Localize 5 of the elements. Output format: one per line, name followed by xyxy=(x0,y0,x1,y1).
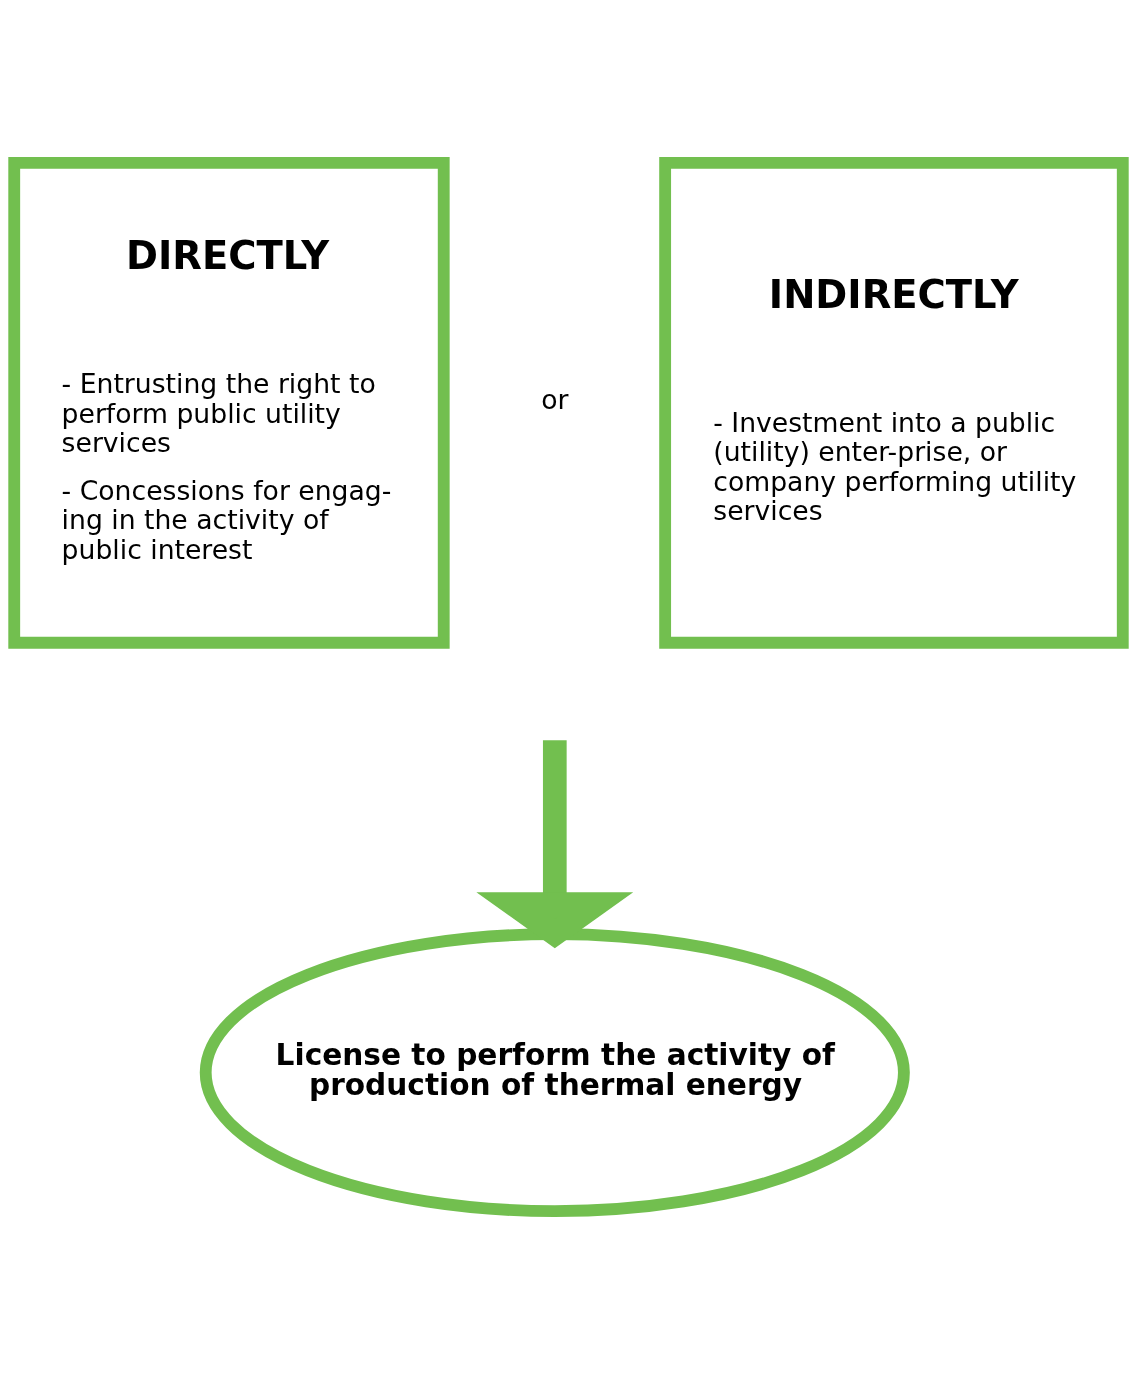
node-box: INDIRECTLY - Investment into a public (utility) enter-prise, or company performing utility services xyxy=(659,157,1129,649)
node-ellipse: License to perform the activity of production of thermal energy xyxy=(199,928,910,1217)
label: or xyxy=(541,384,569,416)
node-box: DIRECTLY - Entrusting the right to perform public utility services - Concessions for engag-ing in the activity of public interest xyxy=(8,157,450,649)
arrow xyxy=(476,740,634,949)
